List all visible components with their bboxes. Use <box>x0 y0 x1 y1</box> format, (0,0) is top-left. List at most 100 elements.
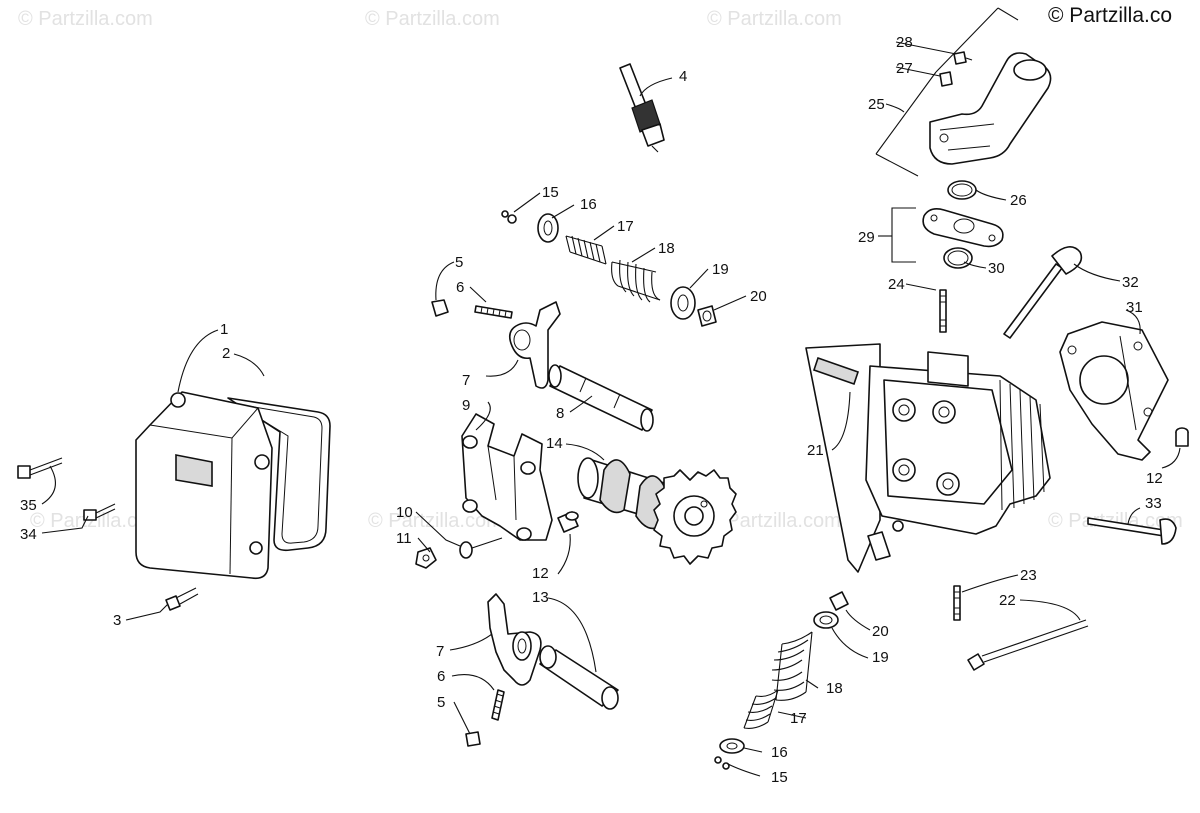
dowel-pin-left <box>557 511 579 533</box>
holder-washer <box>459 537 503 559</box>
callout-10: 10 <box>396 504 413 521</box>
adjusting-screw-lower <box>491 689 505 721</box>
intake-o-ring <box>947 180 977 200</box>
callout-1: 1 <box>220 321 228 338</box>
callout-3: 3 <box>113 612 121 629</box>
intake-pipe <box>929 52 1052 165</box>
callout-26: 26 <box>1010 192 1027 209</box>
callout-24: 24 <box>888 276 905 293</box>
cylinder-head-gasket <box>1059 321 1169 461</box>
callout-30: 30 <box>988 260 1005 277</box>
callout-18: 18 <box>658 240 675 257</box>
callout-28: 28 <box>896 34 913 51</box>
valve-keeper-lower <box>714 756 730 770</box>
callout-34: 34 <box>20 526 37 543</box>
valve-cover <box>135 391 331 580</box>
callout-20: 20 <box>750 288 767 305</box>
insulator-o-ring <box>943 247 973 269</box>
exhaust-valve <box>1003 246 1083 339</box>
long-bolt <box>967 619 1089 671</box>
watermark: © Partzilla.com <box>30 510 165 532</box>
callout-19-lower: 19 <box>872 649 889 666</box>
spring-retainer-lower <box>719 738 745 754</box>
watermark: © Partzilla.com <box>365 8 500 30</box>
callout-12-right: 12 <box>1146 470 1163 487</box>
inner-spring-lower <box>743 689 779 729</box>
callout-9: 9 <box>462 397 470 414</box>
intake-insulator <box>922 208 1004 248</box>
cover-bolt-34 <box>83 503 116 521</box>
callout-7: 7 <box>462 372 470 389</box>
callout-17: 17 <box>617 218 634 235</box>
callout-8: 8 <box>556 405 564 422</box>
intake-washer <box>939 71 953 87</box>
callout-4: 4 <box>679 68 687 85</box>
leader-lines <box>41 7 1181 777</box>
holder-nut <box>415 547 437 569</box>
callout-33: 33 <box>1145 495 1162 512</box>
callout-7-lower: 7 <box>436 643 444 660</box>
intake-bolt <box>953 51 973 65</box>
callout-23: 23 <box>1020 567 1037 584</box>
callout-25: 25 <box>868 96 885 113</box>
rocker-arm-lower <box>487 593 542 686</box>
callout-21: 21 <box>807 442 824 459</box>
callout-12: 12 <box>532 565 549 582</box>
stud-lower <box>953 585 961 621</box>
callout-2: 2 <box>222 345 230 362</box>
callout-6-lower: 6 <box>437 668 445 685</box>
callout-18-lower: 18 <box>826 680 843 697</box>
callout-20-lower: 20 <box>872 623 889 640</box>
watermark: © Partzilla.com <box>18 8 153 30</box>
watermark: © Partzilla.com <box>368 510 503 532</box>
callout-16: 16 <box>580 196 597 213</box>
callout-17-lower: 17 <box>790 710 807 727</box>
watermark: © Partzilla.com <box>1048 510 1183 532</box>
callout-19: 19 <box>712 261 729 278</box>
cover-bolt-3 <box>165 587 199 611</box>
rocker-arm-holder <box>461 413 553 541</box>
callout-5: 5 <box>455 254 463 271</box>
callout-15-lower: 15 <box>771 769 788 786</box>
intake-valve <box>1087 517 1177 545</box>
outer-spring-upper <box>611 259 661 303</box>
dowel-pin-right <box>1175 427 1189 447</box>
spring-seat-upper <box>670 286 696 320</box>
callout-6: 6 <box>456 279 464 296</box>
locknut-lower <box>465 731 481 747</box>
spring-seat-lower <box>813 611 839 629</box>
callout-15: 15 <box>542 184 559 201</box>
rocker-shaft-upper <box>548 364 654 432</box>
spark-plug <box>619 63 665 153</box>
rocker-arm-upper <box>508 301 561 389</box>
callout-31: 31 <box>1126 299 1143 316</box>
callout-5-lower: 5 <box>437 694 445 711</box>
callout-27: 27 <box>896 60 913 77</box>
copyright-notice: © Partzilla.co <box>1048 4 1173 27</box>
watermark: © Partzilla.com <box>707 8 842 30</box>
spring-retainer-upper <box>537 213 559 243</box>
callout-14: 14 <box>546 435 563 452</box>
callout-16-lower: 16 <box>771 744 788 761</box>
stud-upper <box>939 289 947 333</box>
callout-13: 13 <box>532 589 549 606</box>
callout-22: 22 <box>999 592 1016 609</box>
callout-32: 32 <box>1122 274 1139 291</box>
camshaft <box>577 457 737 565</box>
watermark: © Partzilla.com <box>706 510 841 532</box>
adjusting-screw-upper <box>474 305 513 319</box>
callout-29: 29 <box>858 229 875 246</box>
callout-11: 11 <box>396 530 412 547</box>
callout-labels: 1 2 3 4 5 6 7 8 9 10 11 12 13 14 15 16 1… <box>20 34 1163 786</box>
cover-bolt-35 <box>17 457 63 479</box>
valve-stem-seal-upper <box>697 305 717 327</box>
valve-keeper-upper <box>501 210 517 224</box>
locknut-upper <box>431 299 449 317</box>
valve-stem-seal-lower <box>829 591 849 611</box>
rocker-shaft-lower <box>539 645 619 710</box>
cylinder-head <box>805 343 1051 573</box>
callout-35: 35 <box>20 497 37 514</box>
inner-spring-upper <box>565 235 607 265</box>
